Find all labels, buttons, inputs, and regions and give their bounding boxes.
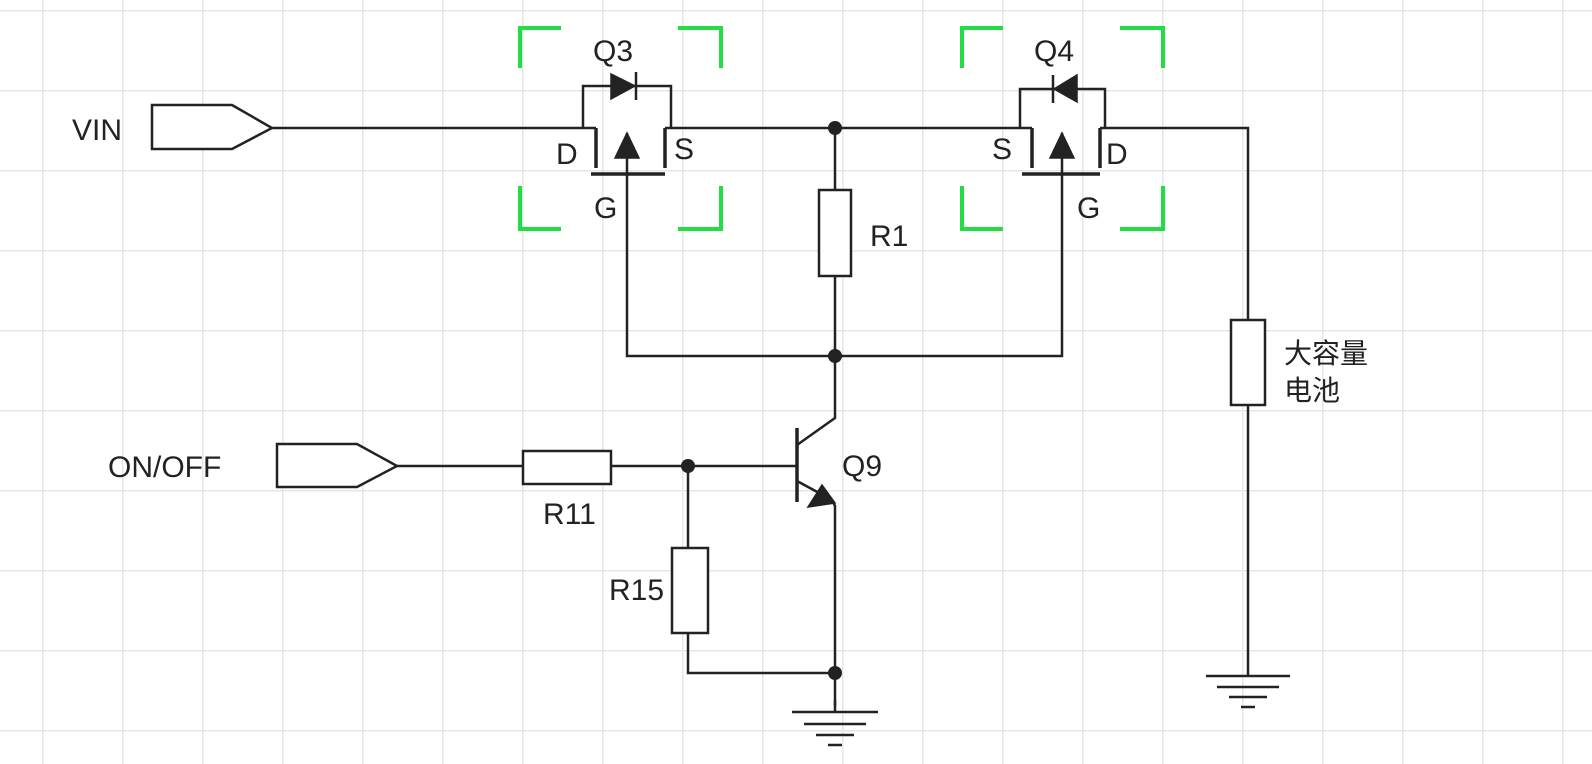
vin-port-icon[interactable]	[150, 103, 275, 151]
q3-highlight-bracket	[518, 26, 723, 231]
q4-highlight-bracket	[960, 26, 1165, 231]
junction-base-node	[681, 459, 695, 473]
r11-label: R11	[543, 498, 596, 531]
battery-label-line2: 电池	[1284, 374, 1340, 407]
gate-bus-wire	[625, 174, 1064, 358]
resistor-r1[interactable]	[817, 188, 853, 278]
q3-label: Q3	[593, 35, 633, 68]
battery-label-line1: 大容量	[1284, 337, 1368, 370]
q4-source-label: S	[992, 133, 1012, 166]
junction-top-node	[828, 121, 842, 135]
q4-drain-label: D	[1106, 138, 1128, 171]
q9-emitter-arrow	[806, 483, 837, 508]
r15-label: R15	[609, 574, 664, 607]
onoff-port-icon[interactable]	[275, 442, 400, 489]
q4-mosfet[interactable]	[1018, 73, 1107, 176]
q3-diode-icon	[610, 72, 637, 101]
q4-diode-icon	[1052, 73, 1078, 104]
battery-feed-wire	[1100, 126, 1250, 320]
resistor-r11[interactable]	[521, 449, 613, 486]
q4-gate-label: G	[1077, 192, 1100, 225]
q9-label: Q9	[842, 450, 882, 483]
battery-element[interactable]	[1229, 318, 1267, 407]
ground-icon	[792, 710, 878, 747]
q4-label: Q4	[1034, 35, 1074, 68]
q3-source-label: S	[674, 133, 694, 166]
junction-ground-node	[828, 666, 842, 680]
vin-label: VIN	[72, 114, 122, 147]
r1-label: R1	[870, 220, 908, 253]
q3-drain-label: D	[556, 138, 578, 171]
q9-collector-wire	[796, 356, 837, 447]
junction-gate-node	[828, 349, 842, 363]
q4-channel-arrow	[1048, 131, 1076, 159]
resistor-r15[interactable]	[670, 546, 710, 635]
r15-bottom-wire	[686, 633, 835, 675]
q3-gate-label: G	[594, 192, 617, 225]
onoff-label: ON/OFF	[108, 451, 221, 484]
q3-channel-arrow	[613, 131, 641, 159]
battery-ground-icon	[1206, 674, 1290, 709]
q3-mosfet[interactable]	[581, 72, 673, 176]
